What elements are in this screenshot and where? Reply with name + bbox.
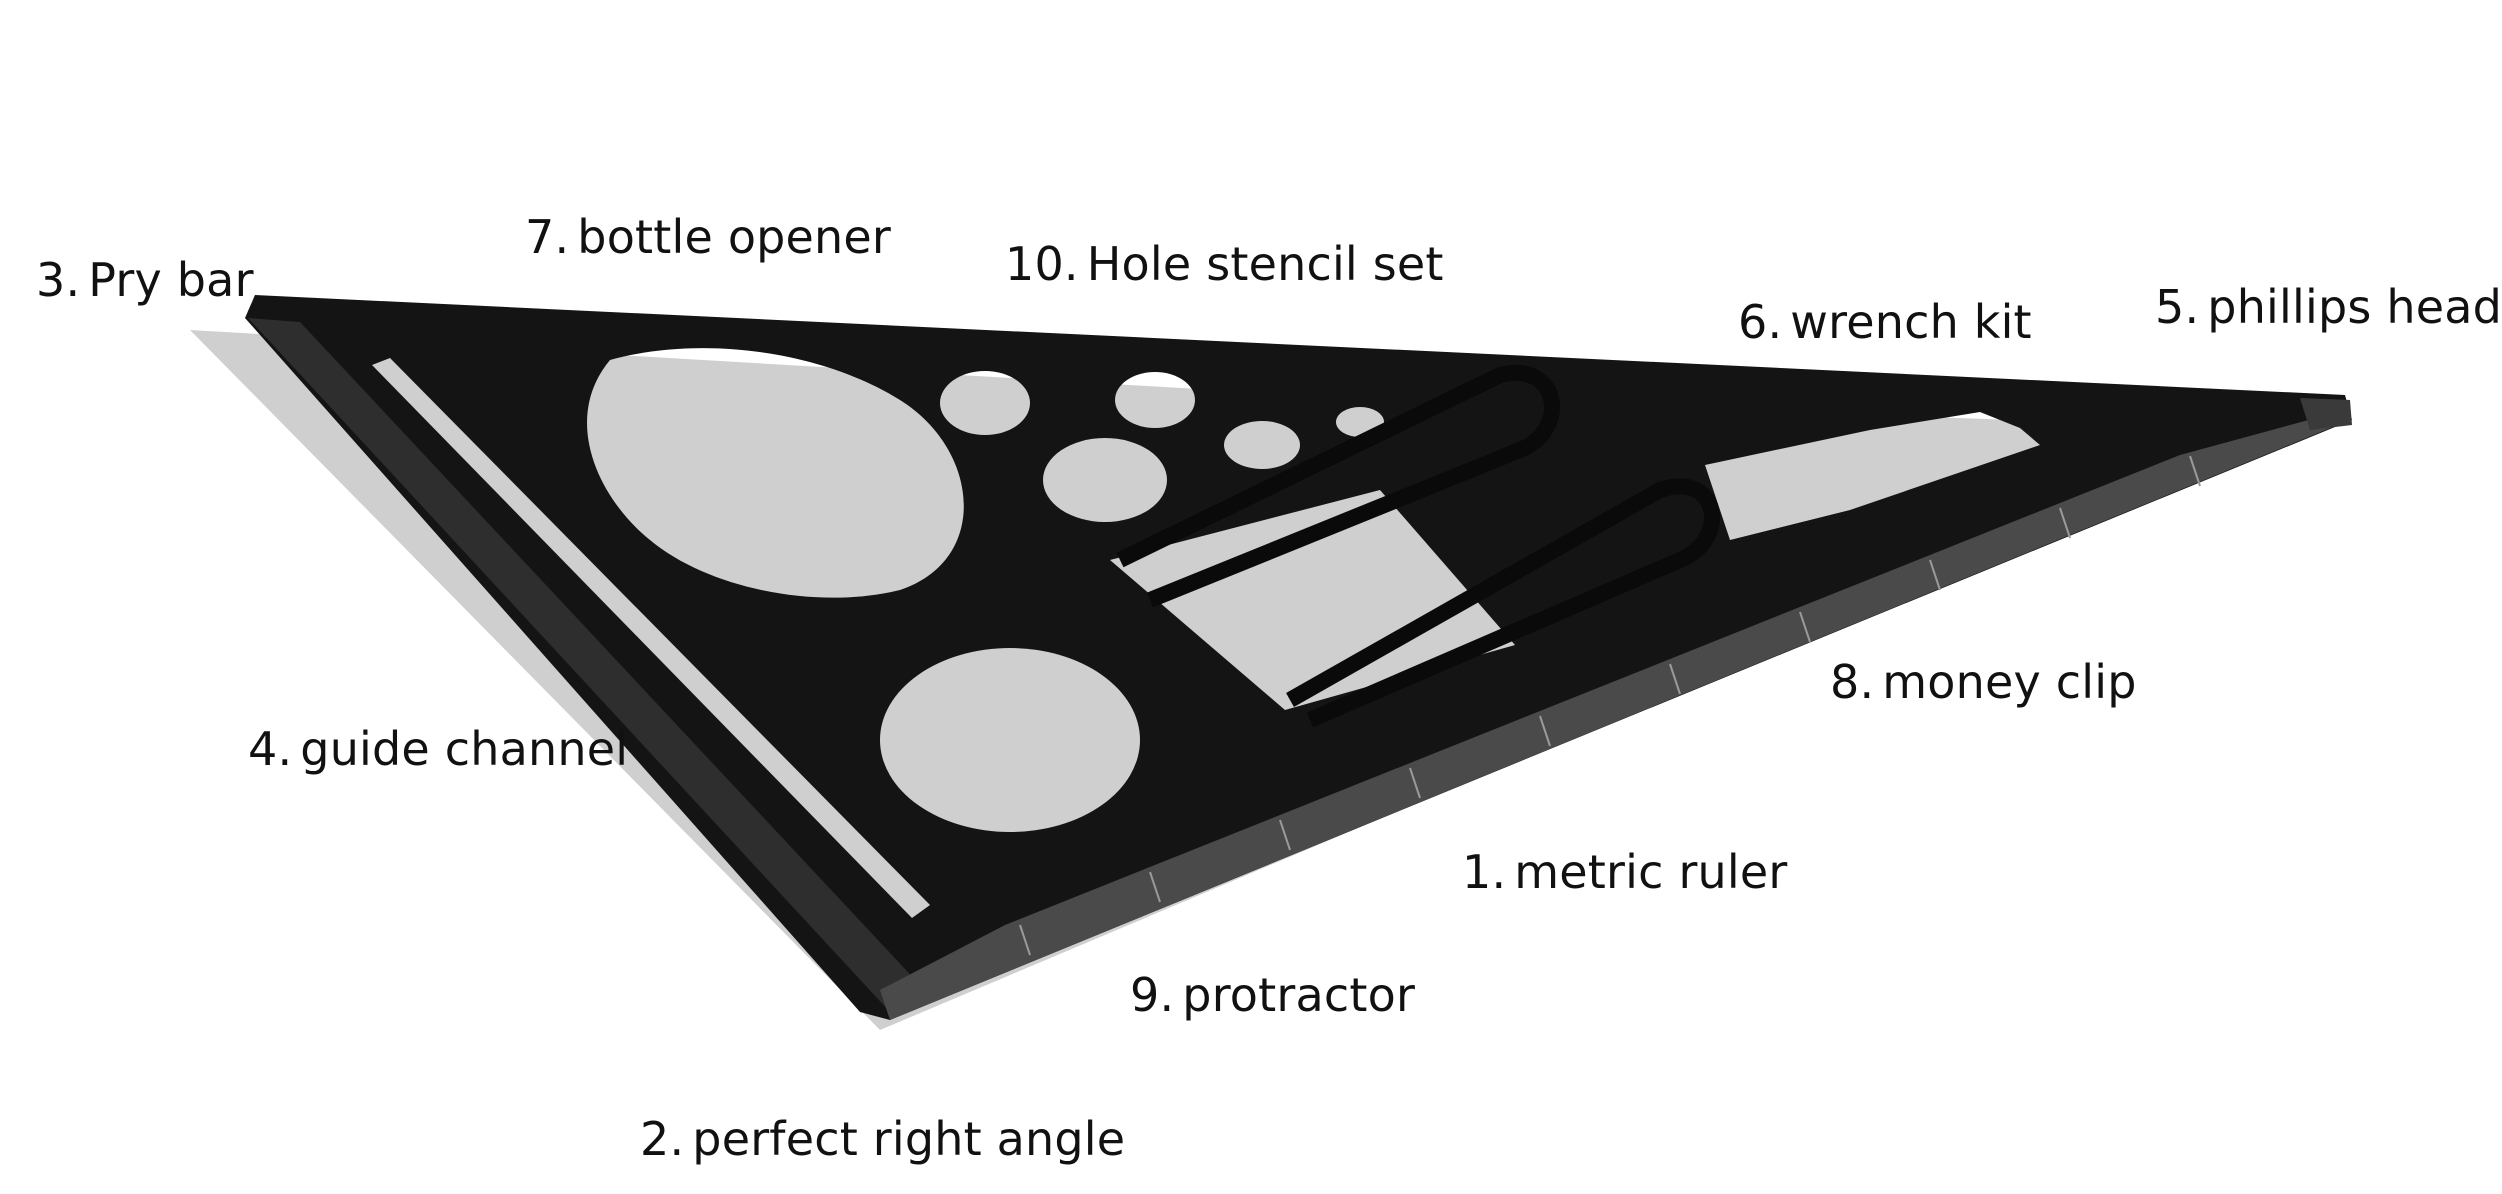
callout-label: money clip — [1882, 655, 2137, 709]
callout-protractor: 9.protractor — [1130, 968, 1415, 1022]
callout-guide-channel: 4.guide channel — [248, 722, 628, 776]
callout-perfect-right-angle: 2.perfect right angle — [640, 1112, 1125, 1166]
callout-phillips-head: 5.phillips head — [2155, 280, 2502, 334]
callout-label: guide channel — [300, 722, 629, 776]
phillips-tip-shape — [2300, 398, 2352, 430]
callout-number: 7. — [525, 210, 570, 264]
callout-label: wrench kit — [1790, 295, 2032, 349]
callout-metric-ruler: 1.metric ruler — [1462, 845, 1788, 899]
callout-bottle-opener: 7.bottle opener — [525, 210, 891, 264]
callout-label: Hole stencil set — [1086, 237, 1444, 291]
callout-label: perfect right angle — [692, 1112, 1126, 1166]
callout-number: 5. — [2155, 280, 2200, 334]
callout-hole-stencil-set: 10.Hole stencil set — [1005, 237, 1444, 291]
callout-label: phillips head — [2207, 280, 2502, 334]
callout-pry-bar: 3.Pry bar — [36, 253, 254, 307]
callout-number: 6. — [1738, 295, 1783, 349]
callout-number: 4. — [248, 722, 293, 776]
callout-wrench-kit: 6.wrench kit — [1738, 295, 2032, 349]
money-clip-shape — [1116, 365, 1720, 728]
callout-number: 2. — [640, 1112, 685, 1166]
ruler-strip — [880, 410, 2350, 1020]
callout-number: 10. — [1005, 237, 1079, 291]
callout-label: metric ruler — [1514, 845, 1788, 899]
callout-money-clip: 8.money clip — [1830, 655, 2137, 709]
callout-number: 3. — [36, 253, 81, 307]
callout-number: 8. — [1830, 655, 1875, 709]
callout-number: 9. — [1130, 968, 1175, 1022]
callout-label: bottle opener — [577, 210, 892, 264]
callout-label: protractor — [1182, 968, 1416, 1022]
ruler-ticks — [1019, 455, 2201, 956]
callout-label: Pry bar — [88, 253, 254, 307]
callout-number: 1. — [1462, 845, 1507, 899]
tool-edge-bevel — [248, 318, 920, 1012]
